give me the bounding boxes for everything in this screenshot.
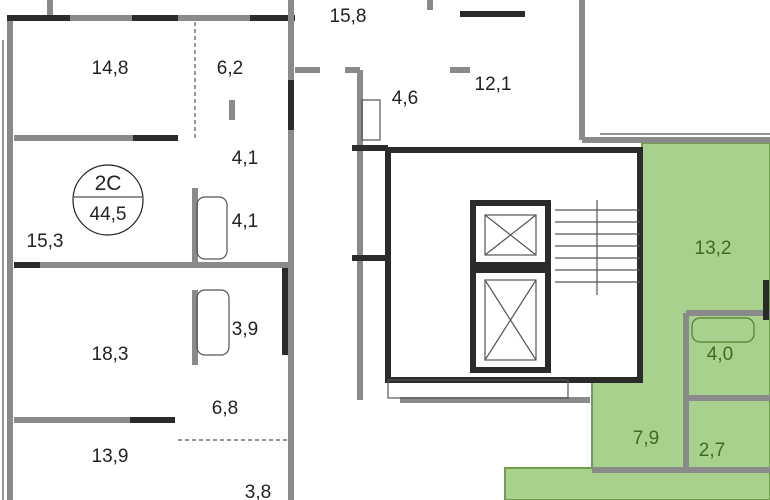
apartment-total-area: 44,5 (90, 204, 127, 225)
room-area: 18,3 (92, 344, 129, 365)
room-area: 3,8 (245, 482, 271, 500)
room-area: 4,1 (232, 211, 258, 232)
apartment-badge: 2С 44,5 (72, 164, 144, 236)
apartment-type: 2С (95, 172, 122, 195)
room-area: 15,3 (27, 231, 64, 252)
room-area: 13,9 (92, 446, 129, 467)
room-area: 6,8 (212, 398, 238, 419)
room-area: 7,9 (633, 428, 659, 449)
room-area: 12,1 (475, 74, 512, 95)
room-area: 14,8 (92, 58, 129, 79)
room-area: 15,8 (330, 6, 367, 27)
room-area: 6,2 (217, 58, 243, 79)
room-area: 2,7 (699, 440, 725, 461)
room-area: 4,0 (707, 344, 733, 365)
room-area: 4,1 (232, 148, 258, 169)
room-area: 4,6 (392, 88, 418, 109)
room-area: 13,2 (695, 238, 732, 259)
room-area: 3,9 (232, 319, 258, 340)
